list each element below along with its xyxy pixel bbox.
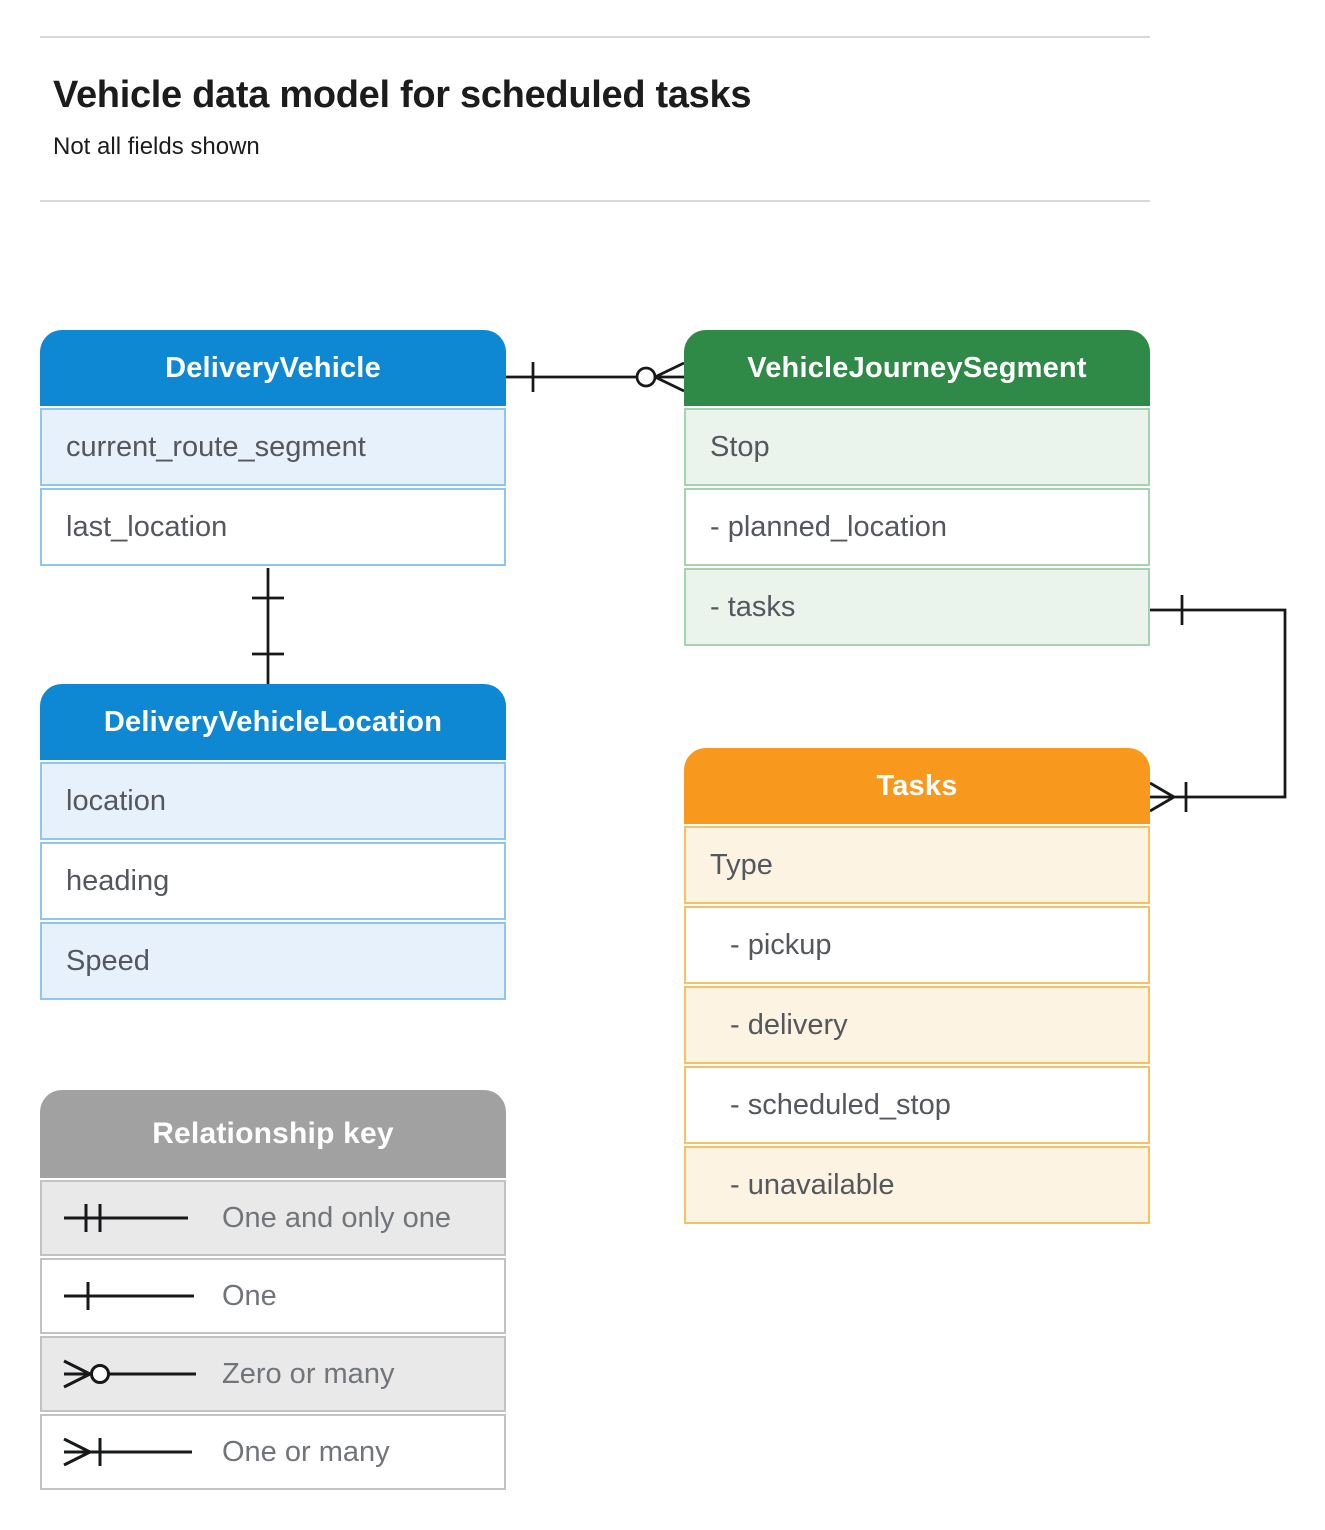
relationship-key: Relationship key One and only one One Ze… xyxy=(40,1090,506,1490)
key-item-label: Zero or many xyxy=(222,1357,395,1390)
key-item-one-and-only-one: One and only one xyxy=(40,1180,506,1256)
key-item-label: One or many xyxy=(222,1435,390,1468)
entity-tasks: Tasks Type - pickup - delivery - schedul… xyxy=(684,748,1150,1224)
page-subtitle: Not all fields shown xyxy=(53,133,260,160)
field-pickup: - pickup xyxy=(684,906,1150,984)
key-item-label: One and only one xyxy=(222,1201,451,1234)
key-item-one-or-many: One or many xyxy=(40,1414,506,1490)
entity-delivery-vehicle-location: DeliveryVehicleLocation location heading… xyxy=(40,684,506,1000)
crows-foot-icon xyxy=(654,361,685,393)
one-or-many-icon xyxy=(63,1437,192,1467)
field-current-route-segment: current_route_segment xyxy=(40,408,506,486)
field-stop: Stop xyxy=(684,408,1150,486)
entity-delivery-vehicle: DeliveryVehicle current_route_segment la… xyxy=(40,330,506,566)
entity-tasks-title: Tasks xyxy=(684,748,1150,824)
field-last-location: last_location xyxy=(40,488,506,566)
field-planned-location: - planned_location xyxy=(684,488,1150,566)
key-item-one: One xyxy=(40,1258,506,1334)
connector-deliveryvehicle-deliveryvehiclelocation xyxy=(252,568,284,684)
connector-line xyxy=(1150,608,1287,799)
connector-vehiclejourneysegment-tasks xyxy=(1149,595,1287,813)
crows-foot-icon xyxy=(1149,781,1175,813)
entity-delivery-vehicle-location-title: DeliveryVehicleLocation xyxy=(40,684,506,760)
top-divider xyxy=(40,36,1150,38)
zero-circle-icon xyxy=(635,366,657,388)
entity-vehicle-journey-segment-title: VehicleJourneySegment xyxy=(684,330,1150,406)
entity-delivery-vehicle-title: DeliveryVehicle xyxy=(40,330,506,406)
one-icon xyxy=(64,1282,194,1310)
entity-vehicle-journey-segment: VehicleJourneySegment Stop - planned_loc… xyxy=(684,330,1150,646)
one-and-only-one-icon xyxy=(64,1204,188,1232)
field-location: location xyxy=(40,762,506,840)
subtitle-divider xyxy=(40,200,1150,202)
field-heading: heading xyxy=(40,842,506,920)
field-speed: Speed xyxy=(40,922,506,1000)
field-unavailable: - unavailable xyxy=(684,1146,1150,1224)
field-delivery: - delivery xyxy=(684,986,1150,1064)
field-scheduled-stop: - scheduled_stop xyxy=(684,1066,1150,1144)
connector-deliveryvehicle-vehiclejourneysegment xyxy=(506,361,685,393)
relationship-key-title: Relationship key xyxy=(40,1090,506,1178)
field-tasks: - tasks xyxy=(684,568,1150,646)
zero-or-many-icon xyxy=(63,1359,196,1389)
page-title: Vehicle data model for scheduled tasks xyxy=(53,74,752,116)
field-type: Type xyxy=(684,826,1150,904)
key-item-zero-or-many: Zero or many xyxy=(40,1336,506,1412)
key-item-label: One xyxy=(222,1279,277,1312)
